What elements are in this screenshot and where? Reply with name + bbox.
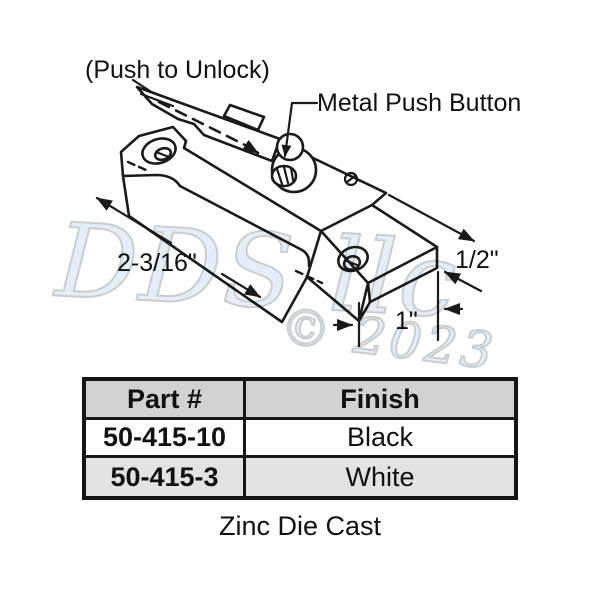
dim-length-line-upper <box>95 196 173 245</box>
unlock-direction-dashes <box>157 100 249 148</box>
part-number-cell: 50-415-3 <box>86 458 246 496</box>
dim-width-label: 1" <box>395 307 418 335</box>
base-bottom-edge <box>121 174 309 324</box>
left-mount-ear <box>119 125 323 233</box>
metal-push-button-leader <box>281 101 319 158</box>
parts-table-header-part: Part # <box>86 381 246 420</box>
hidden-edge-dash-left <box>126 160 148 172</box>
right-ear-front-face <box>305 229 370 323</box>
unlock-direction-arrow <box>242 139 260 155</box>
right-ear-top-face <box>319 203 439 285</box>
material-caption: Zinc Die Cast <box>218 511 382 541</box>
front-panel-step <box>121 173 311 268</box>
push-button-hatch <box>275 165 295 186</box>
pin-detail <box>343 171 359 187</box>
body-top-back-edge <box>311 156 388 207</box>
pin-detail-slot <box>345 174 357 184</box>
push-to-unlock-leader <box>131 78 155 95</box>
finish-cell: Black <box>246 420 514 458</box>
push-to-unlock-label: (Push to Unlock) <box>85 56 270 84</box>
finish-cell: White <box>246 458 514 496</box>
metal-push-button-label: Metal Push Button <box>317 89 521 117</box>
parts-table: Part # Finish 50-415-10 Black 50-415-3 W… <box>82 377 518 500</box>
left-screw-hole-outer <box>141 137 177 165</box>
right-screw-hole-inner <box>342 255 362 271</box>
annotations: (Push to Unlock) Metal Push Button <box>85 56 521 158</box>
dim-height-line-lower <box>443 270 483 293</box>
lock-body <box>119 125 439 324</box>
dim-height-line-upper <box>387 193 476 243</box>
right-ear-end-face <box>357 245 439 323</box>
right-screw-hole-outer <box>337 245 369 273</box>
dim-length-line-lower <box>220 272 262 299</box>
lock-mechanism <box>135 85 318 194</box>
parts-table-header-finish: Finish <box>246 381 514 420</box>
part-number-cell: 50-415-10 <box>86 420 246 458</box>
right-screw-slot <box>345 259 359 267</box>
dim-length-label: 2-3/16" <box>117 249 197 277</box>
push-button-cap <box>275 132 305 162</box>
left-screw-hole-inner <box>153 146 173 162</box>
dimensions: 2-3/16" 1/2" 1" <box>95 193 499 348</box>
lever-bevel-line <box>139 92 175 108</box>
left-screw-slot <box>154 150 171 159</box>
dim-height-label: 1/2" <box>455 246 499 274</box>
